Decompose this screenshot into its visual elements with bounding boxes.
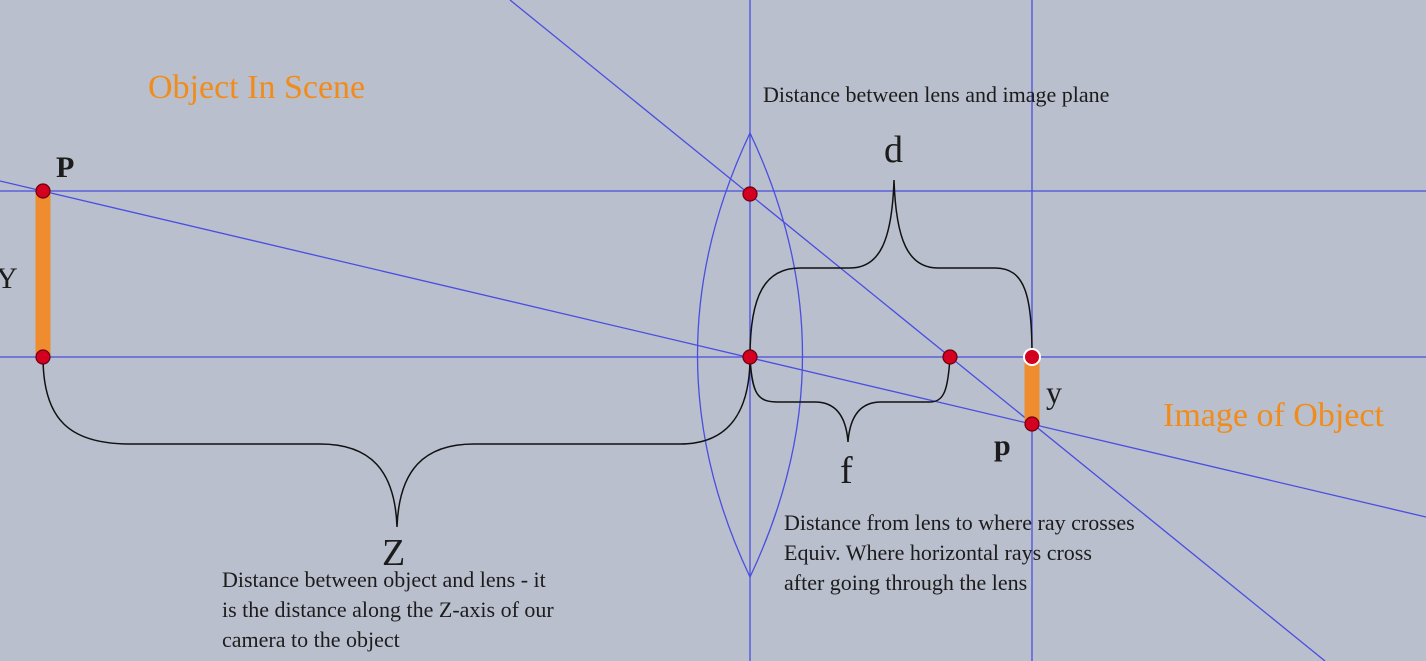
lens-shape: [696, 131, 804, 579]
description-line: Distance from lens to where ray crosses: [784, 510, 1135, 535]
title-image-of-object: Image of Object: [1163, 397, 1384, 434]
label-Y: Y: [0, 262, 18, 295]
object-to-lens-description: Distance between object and lens - it is…: [222, 565, 554, 655]
focal-ray: [509, 0, 1326, 661]
description-line: Distance between object and lens - it: [222, 567, 546, 592]
points: [35, 183, 1040, 432]
z-bracket: [42, 356, 751, 528]
brackets: [42, 179, 1033, 528]
image-bottom-point: [1024, 416, 1040, 432]
label-P: P: [56, 151, 74, 184]
d-bracket: [749, 179, 1033, 358]
lens-center-point: [742, 349, 758, 365]
object-bottom-point: [35, 349, 51, 365]
description-line: is the distance along the Z-axis of our: [222, 597, 554, 622]
title-object-in-scene: Object In Scene: [148, 69, 365, 106]
lens-top-point: [742, 186, 758, 202]
label-d: d: [884, 129, 903, 171]
description-line: Distance between lens and image plane: [763, 82, 1110, 107]
object-top-point: [35, 183, 51, 199]
description-line: camera to the object: [222, 627, 400, 652]
description-line: after going through the lens: [784, 570, 1028, 595]
lens-to-image-plane-description: Distance between lens and image plane: [763, 80, 1109, 110]
description-line: Equiv. Where horizontal rays cross: [784, 540, 1092, 565]
f-bracket: [749, 356, 951, 443]
label-f: f: [840, 450, 853, 492]
focal-length-description: Distance from lens to where ray crosses …: [784, 508, 1135, 598]
label-Z: Z: [382, 532, 405, 574]
label-y: y: [1046, 374, 1062, 410]
focal-point: [942, 349, 958, 365]
label-p: p: [994, 429, 1011, 462]
chief-ray: [0, 180, 1426, 518]
image-top-point: [1023, 348, 1041, 366]
